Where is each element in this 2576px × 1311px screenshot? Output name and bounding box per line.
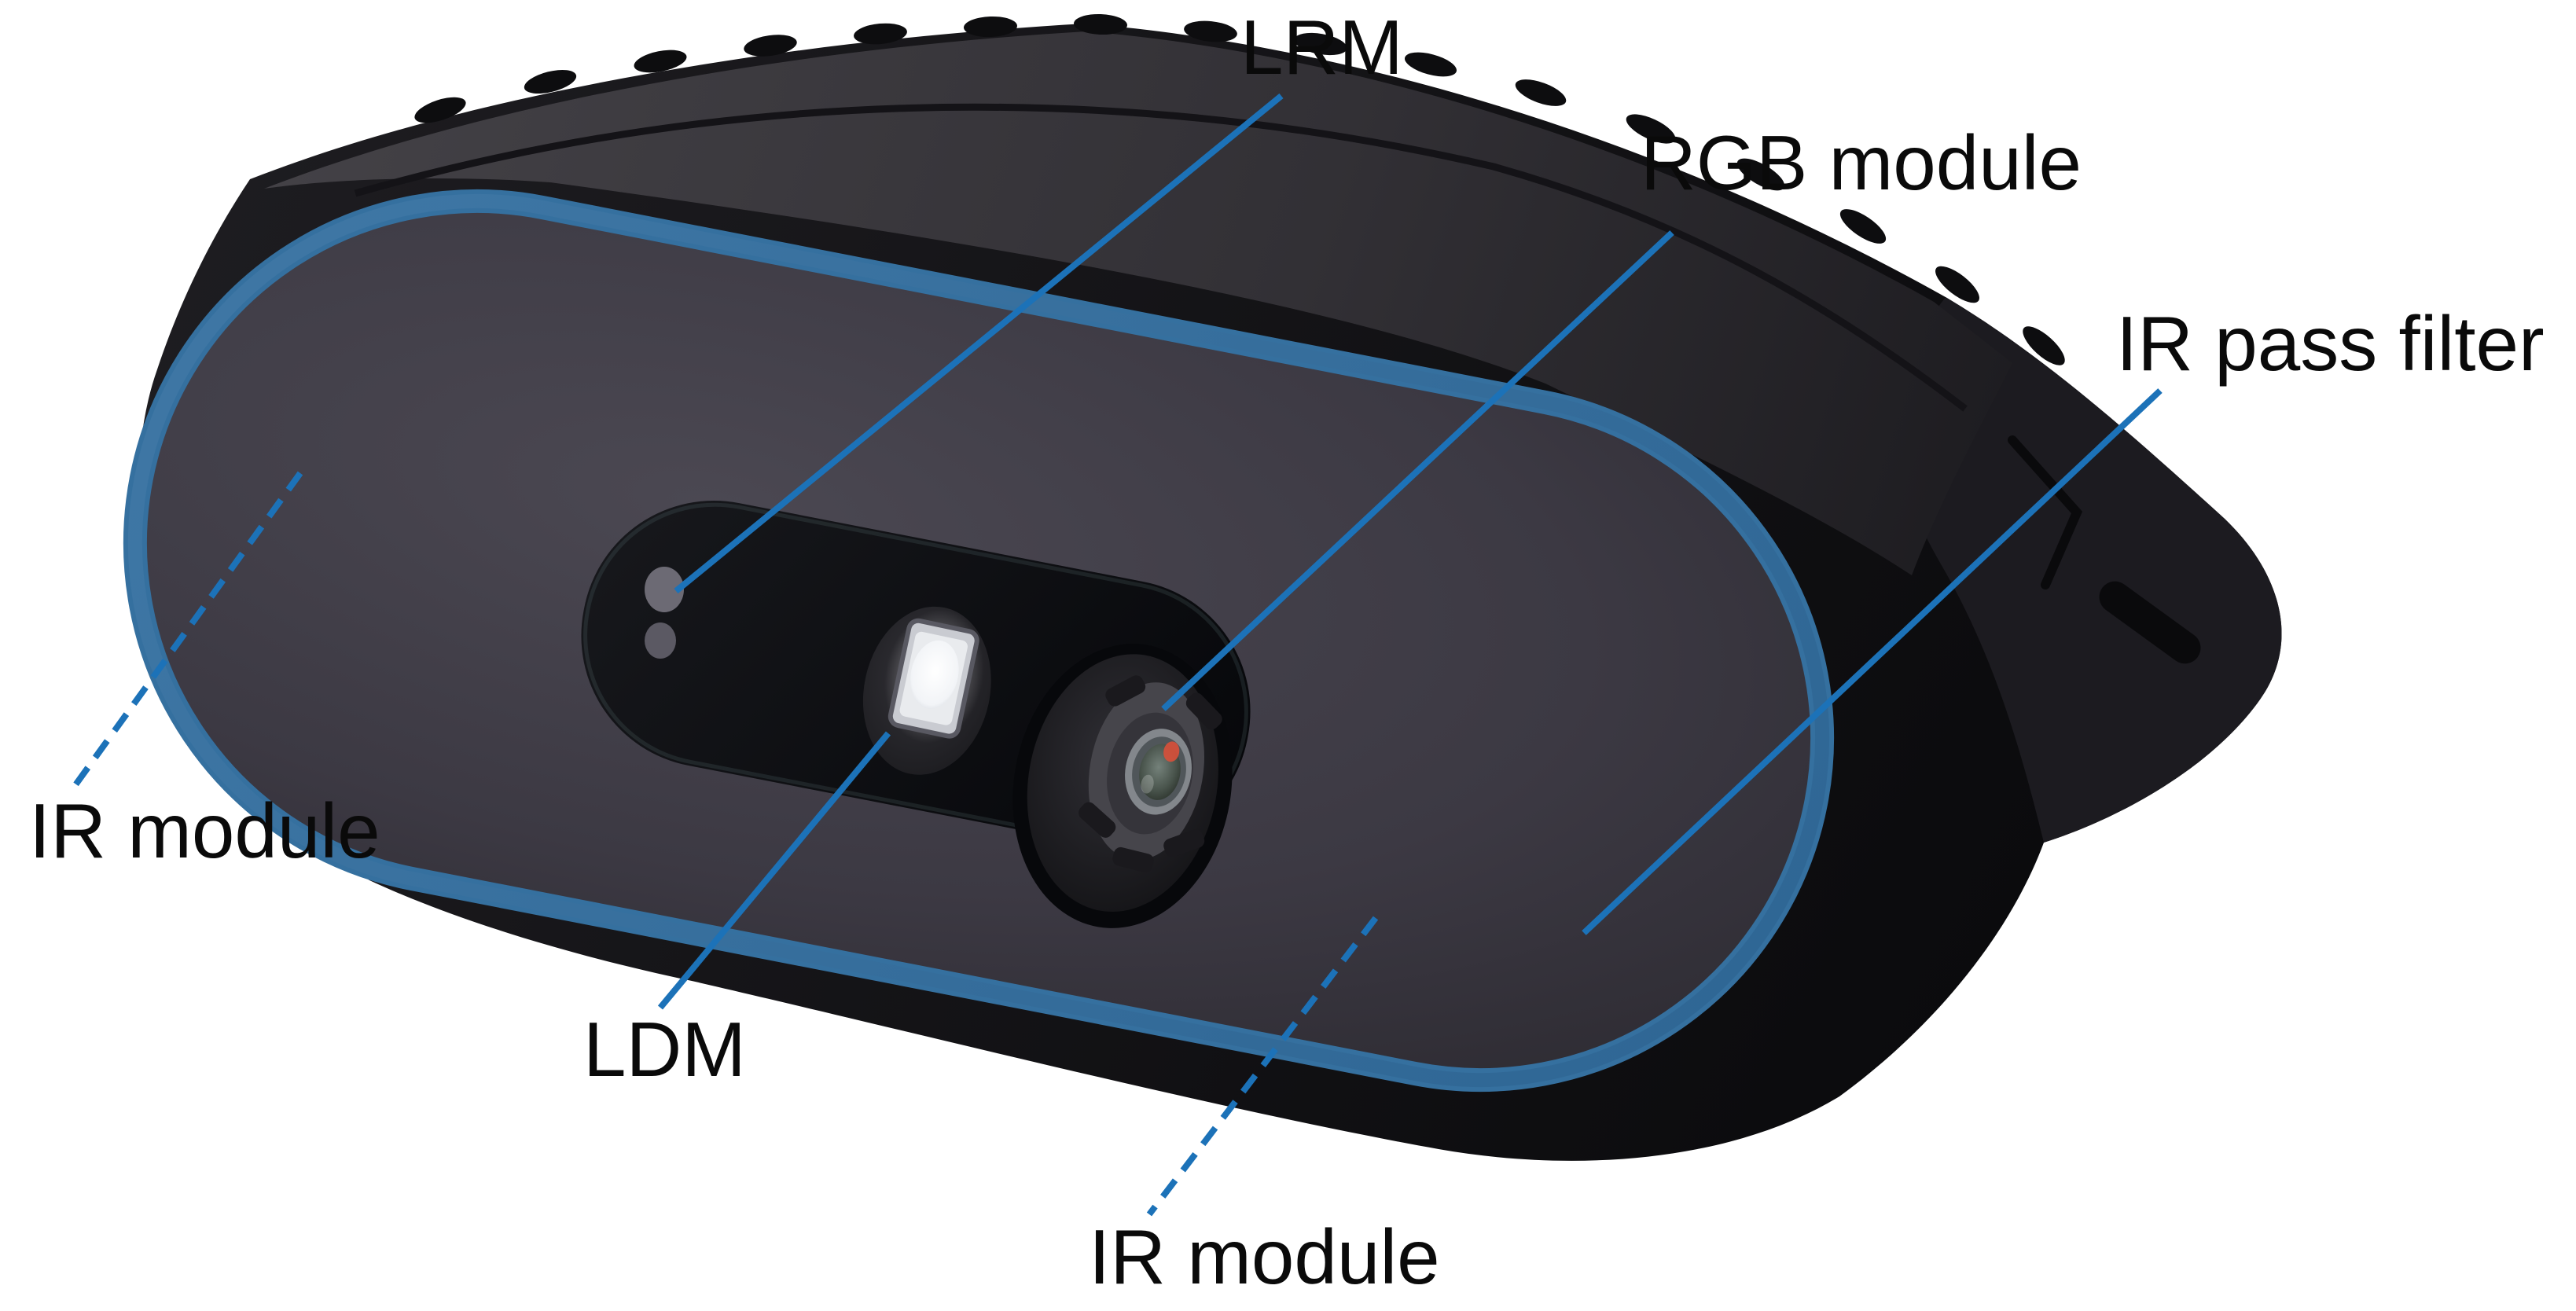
ldm-led: [910, 640, 959, 709]
leader-line-ir-module-bottom: [1146, 916, 1379, 1217]
leader-line-ir-pass-filter: [1582, 388, 2163, 935]
label-lrm: LRM: [1240, 4, 1403, 90]
label-ir-module-left: IR module: [29, 788, 380, 874]
bracket-crease: [2008, 435, 2083, 589]
label-rgb-module: RGB module: [1641, 119, 2082, 206]
bracket-vent-slot: [2099, 581, 2201, 664]
leader-line-ldm: [657, 731, 891, 1010]
lens-red-glint: [1163, 741, 1180, 762]
sensor-window-rim: [583, 502, 1248, 845]
label-ir-pass-filter: IR pass filter: [2116, 300, 2545, 387]
label-ldm: LDM: [583, 1006, 746, 1092]
ldm-emitter: [862, 606, 991, 775]
device-top-face: [264, 31, 2012, 575]
back-edge-notches: [414, 13, 2065, 365]
mount-bracket: [1885, 297, 2282, 843]
lrm-aperture-secondary: [645, 622, 676, 659]
top-face-crease: [354, 103, 1968, 412]
leader-line-lrm: [674, 93, 1284, 594]
rgb-lens: [1027, 654, 1222, 913]
bezel-ring-highlight: [127, 193, 1830, 1088]
label-ir-module-bottom: IR module: [1089, 1214, 1440, 1300]
leader-line-rgb-module: [1161, 230, 1674, 711]
lrm-aperture: [645, 567, 684, 612]
